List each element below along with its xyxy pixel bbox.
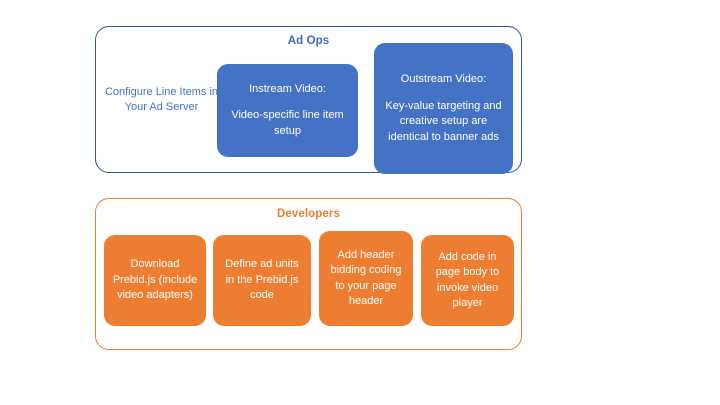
node-outstream-video-body: Key-value targeting and creative setup a… — [385, 99, 502, 143]
node-define-ad-units: Define ad units in the Prebid.js code — [213, 235, 311, 326]
node-instream-video-heading: Instream Video: — [249, 82, 326, 95]
node-download-prebid: Download Prebid.js (include video adapte… — [104, 235, 206, 326]
group-developers: Developers Download Prebid.js (include v… — [95, 198, 522, 350]
group-ad-ops: Ad Ops Configure Line Items in Your Ad S… — [95, 26, 522, 174]
node-configure-line-items-label: Configure Line Items in Your Ad Server — [104, 86, 219, 113]
node-add-code-page-body-label: Add code in page body to invoke video pl… — [435, 250, 500, 310]
node-define-ad-units-label: Define ad units in the Prebid.js code — [225, 258, 299, 302]
group-title-developers: Developers — [276, 208, 340, 220]
node-add-header-bidding-label: Add header bidding coding to your page h… — [330, 248, 402, 308]
node-add-code-page-body: Add code in page body to invoke video pl… — [421, 235, 514, 326]
node-outstream-video-heading: Outstream Video: — [400, 73, 487, 85]
group-title-ad-ops: Ad Ops — [287, 35, 330, 47]
node-download-prebid-label: Download Prebid.js (include video adapte… — [112, 258, 198, 302]
node-outstream-video: Outstream Video: Key-value targeting and… — [374, 43, 513, 174]
node-instream-video-body: Video-specific line item setup — [231, 109, 344, 137]
node-configure-line-items: Configure Line Items in Your Ad Server — [104, 69, 219, 131]
node-instream-video: Instream Video: Video-specific line item… — [217, 64, 358, 157]
node-add-header-bidding: Add header bidding coding to your page h… — [319, 231, 413, 326]
